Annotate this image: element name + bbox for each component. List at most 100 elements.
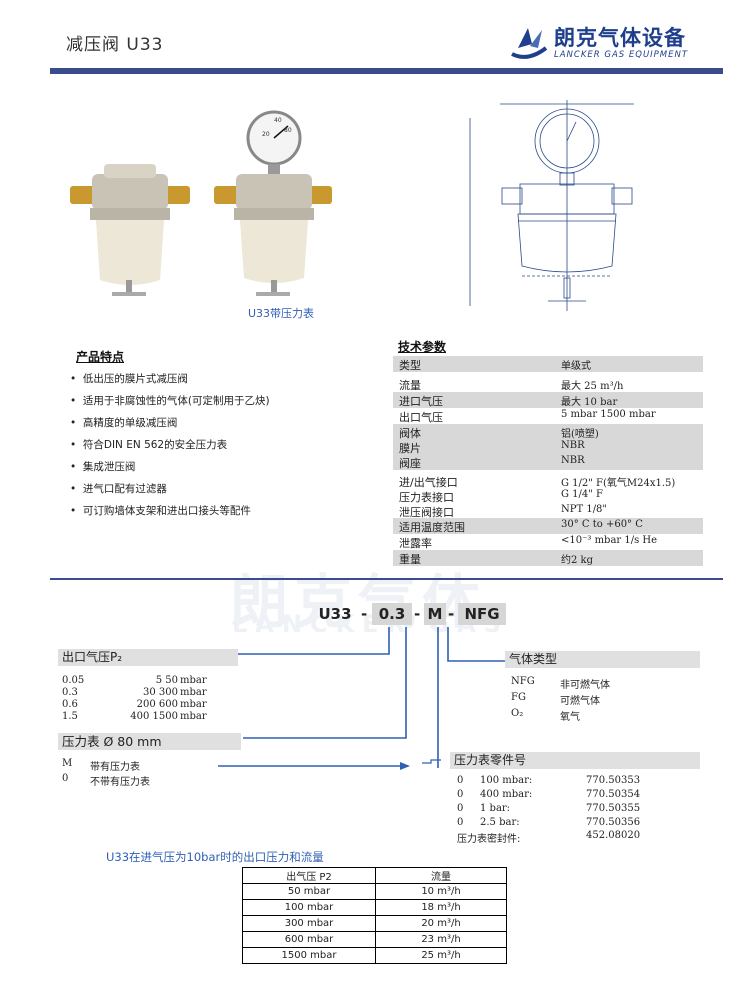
outlet-pressure-unit: mbar <box>180 711 207 722</box>
outlet-pressure-unit: mbar <box>180 675 207 686</box>
outlet-pressure-range: 400 1500 <box>130 711 178 722</box>
spec-row: 类型单级式 <box>393 356 703 372</box>
flow-table-cell: 20 m³/h <box>375 915 507 932</box>
flow-table-header: 出气压 P2 <box>242 867 376 884</box>
feature-item: • 高精度的单级减压阀 <box>70 417 178 429</box>
header-divider <box>50 68 723 74</box>
watermark-logo-en: LANCKER GAS <box>232 610 509 638</box>
outlet-pressure-unit: mbar <box>180 687 207 698</box>
gauge-parts-header: 压力表零件号 <box>450 752 700 769</box>
outlet-pressure-code: 0.3 <box>62 687 78 698</box>
order-code-part-pressure: 0.3 <box>372 603 412 625</box>
spec-row: 泄露率<10⁻³ mbar 1/s He <box>399 535 658 550</box>
gauge-seal-number: 452.08020 <box>586 830 641 841</box>
flow-table-cell: 10 m³/h <box>375 883 507 900</box>
feature-item: • 低出压的膜片式减压阀 <box>70 373 188 385</box>
logo-text-cn: 朗克气体设备 <box>554 26 686 50</box>
gauge-part-code: 0 <box>457 775 464 786</box>
logo-icon <box>511 28 548 59</box>
gauge-part-number: 770.50354 <box>586 789 641 800</box>
gauge-scale-label: 80 <box>284 127 292 134</box>
order-code-part-model: U33 <box>318 605 352 623</box>
technical-drawing <box>469 100 634 311</box>
gauge-part-code: 0 <box>457 803 464 814</box>
gauge-part-number: 770.50353 <box>586 775 641 786</box>
flow-table-cell: 300 mbar <box>242 915 376 932</box>
order-code-sep: - <box>448 605 455 623</box>
spec-row: 重量约2 kg <box>393 550 703 566</box>
gauge-option-header: 压力表 Ø 80 mm <box>58 733 241 750</box>
flow-table-cell: 100 mbar <box>242 899 376 916</box>
gas-type-text: 氧气 <box>560 712 580 723</box>
outlet-pressure-range: 200 600 <box>136 699 178 710</box>
gauge-part-range: 400 mbar: <box>480 789 533 800</box>
gauge-seal-label: 压力表密封件: <box>457 834 521 845</box>
gauge-part-number: 770.50356 <box>586 817 641 828</box>
spec-row: 阀体铝(喷塑) <box>399 427 599 440</box>
flow-table-cell: 50 mbar <box>242 883 376 900</box>
gauge-option-code: 0 <box>62 773 69 784</box>
gas-type-header: 气体类型 <box>505 651 700 668</box>
photo-caption: U33带压力表 <box>248 307 315 320</box>
specs-title: 技术参数 <box>398 340 447 354</box>
outlet-pressure-code: 1.5 <box>62 711 78 722</box>
outlet-pressure-unit: mbar <box>180 699 207 710</box>
feature-item: • 符合DIN EN 562的安全压力表 <box>70 439 228 451</box>
product-photo-u33-gauge: 20 40 80 <box>214 110 332 296</box>
flow-table-title: U33在进气压为10bar时的出口压力和流量 <box>106 850 324 864</box>
flow-table-cell: 18 m³/h <box>375 899 507 916</box>
outlet-pressure-header: 出口气压P₂ <box>58 649 238 666</box>
outlet-pressure-range: 5 50 <box>155 675 178 686</box>
gauge-part-number: 770.50355 <box>586 803 641 814</box>
gauge-part-range: 100 mbar: <box>480 775 533 786</box>
flow-table-cell: 25 m³/h <box>375 947 507 964</box>
order-code-sep: - <box>414 605 421 623</box>
feature-item: • 集成泄压阀 <box>70 461 136 473</box>
order-code-sep: - <box>361 605 368 623</box>
gauge-option-code: M <box>62 758 73 769</box>
gauge-part-range: 2.5 bar: <box>480 817 520 828</box>
feature-item: • 适用于非腐蚀性的气体(可定制用于乙炔) <box>70 395 270 407</box>
gas-type-code: O₂ <box>511 708 524 719</box>
spec-row: 流量最大 25 m³/h <box>399 379 624 392</box>
outlet-pressure-code: 0.6 <box>62 699 78 710</box>
gauge-scale-label: 20 <box>262 131 270 138</box>
gauge-part-code: 0 <box>457 817 464 828</box>
spec-group-material <box>393 424 703 470</box>
gas-type-text: 可燃气体 <box>560 696 600 707</box>
order-code-part-gas: NFG <box>458 603 506 625</box>
feature-item: • 进气口配有过滤器 <box>70 483 167 495</box>
outlet-pressure-code: 0.05 <box>62 675 85 686</box>
gauge-option-text: 不带有压力表 <box>90 777 150 788</box>
section-divider <box>50 578 723 580</box>
flow-table-cell: 23 m³/h <box>375 931 507 948</box>
features-title: 产品特点 <box>76 350 125 364</box>
flow-table-header-row: 出气压 P2 流量 <box>242 867 507 884</box>
feature-item: • 可订购墙体支架和进出口接头等配件 <box>70 505 251 517</box>
product-photo-u33 <box>70 164 190 296</box>
gas-type-code: FG <box>511 692 526 703</box>
page-title: 减压阀 U33 <box>66 35 164 55</box>
company-logo: 朗克气体设备 LANCKER GAS EQUIPMENT <box>508 22 713 64</box>
gauge-part-code: 0 <box>457 789 464 800</box>
gauge-scale-label: 40 <box>274 117 282 124</box>
gauge-option-text: 带有压力表 <box>90 762 140 773</box>
spec-row: 进口气压最大 10 bar <box>393 392 703 408</box>
flow-table-cell: 600 mbar <box>242 931 376 948</box>
outlet-pressure-range: 30 300 <box>143 687 178 698</box>
order-code-part-gauge: M <box>424 603 446 625</box>
spec-row: 适用温度范围 30° C to +60° C <box>393 518 703 534</box>
logo-text-en: LANCKER GAS EQUIPMENT <box>554 50 689 60</box>
